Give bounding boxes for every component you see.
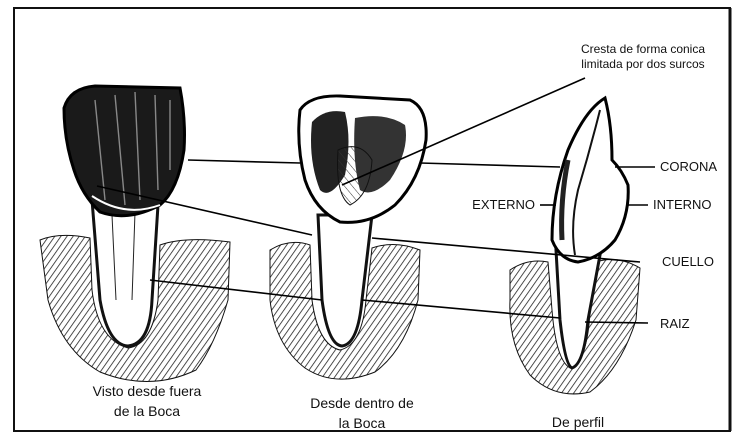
- caption-outside-line-1: Visto desde fuera: [93, 383, 202, 399]
- label-cuello: CUELLO: [662, 254, 714, 269]
- label-interno: INTERNO: [653, 197, 712, 212]
- tooth-profile-view: [510, 98, 640, 394]
- caption-outside-line-2: de la Boca: [114, 403, 180, 419]
- tooth-inside-view: [270, 96, 426, 379]
- label-externo: EXTERNO: [472, 197, 535, 212]
- label-corona: CORONA: [660, 159, 717, 174]
- annotation-line-2: limitada por dos surcos: [581, 57, 704, 71]
- label-raiz: RAIZ: [660, 316, 690, 331]
- root-outside: [92, 200, 158, 346]
- caption-inside-line-2: la Boca: [339, 415, 386, 431]
- caption-inside-line-1: Desde dentro de: [310, 395, 414, 411]
- caption-profile: De perfil: [552, 414, 604, 430]
- annotation-line-1: Cresta de forma conica: [581, 42, 705, 56]
- tooth-outside-view: [40, 86, 230, 382]
